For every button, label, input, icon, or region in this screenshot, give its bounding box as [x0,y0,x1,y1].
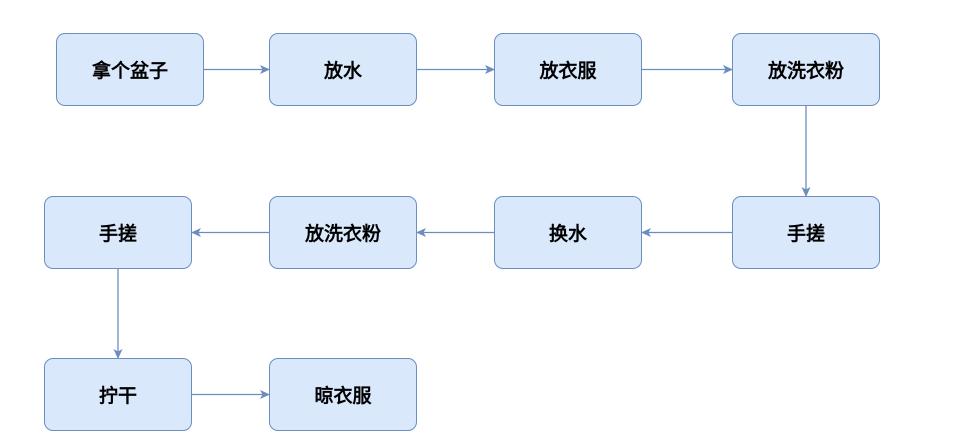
step-node-hang-clothes: 晾衣服 [269,358,417,431]
step-node-wring-dry: 拧干 [44,358,192,431]
step-node-hand-scrub-2: 手搓 [44,196,192,269]
step-node-take-basin: 拿个盆子 [56,33,204,106]
step-node-add-detergent: 放洗衣粉 [732,33,880,106]
step-node-add-clothes: 放衣服 [494,33,642,106]
step-node-change-water: 换水 [494,196,642,269]
step-node-hand-scrub: 手搓 [732,196,880,269]
step-node-add-detergent-2: 放洗衣粉 [269,196,417,269]
step-node-add-water: 放水 [269,33,417,106]
